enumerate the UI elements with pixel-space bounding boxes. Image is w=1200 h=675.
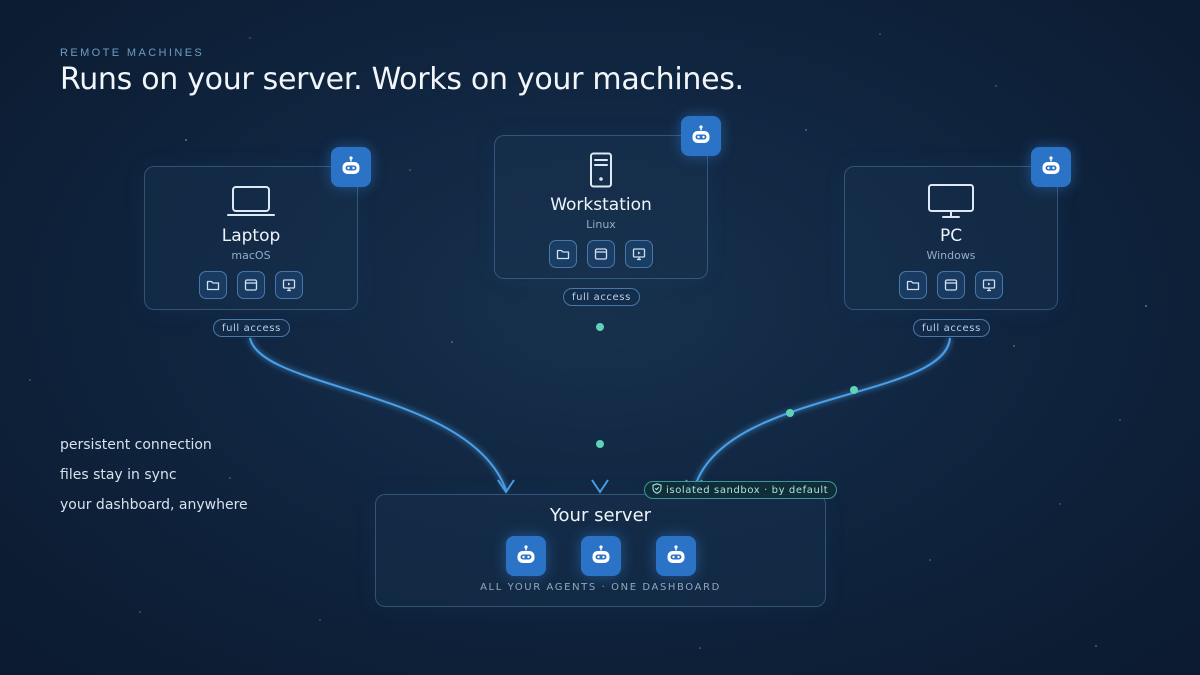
server-agent-badge[interactable]	[506, 536, 546, 576]
access-pill-workstation: full access	[563, 288, 640, 306]
server-agent-badge[interactable]	[581, 536, 621, 576]
window-tool-button[interactable]	[937, 271, 965, 299]
laptop-icon	[227, 186, 275, 216]
machine-name: Laptop	[221, 226, 281, 246]
feature-item: persistent connection	[60, 437, 212, 453]
server-footer: ALL YOUR AGENTS · ONE DASHBOARD	[480, 582, 721, 593]
screen-icon	[282, 279, 296, 292]
pc-connection-line	[693, 337, 951, 491]
page-title: Runs on your server. Works on your machi…	[60, 62, 744, 97]
window-tool-button[interactable]	[587, 240, 615, 268]
feature-item: files stay in sync	[60, 467, 177, 483]
workstation-flow-dot	[596, 440, 604, 448]
feature-item: your dashboard, anywhere	[60, 497, 248, 513]
folder-tool-button[interactable]	[199, 271, 227, 299]
window-icon	[944, 279, 958, 291]
workstation-connection-arrow	[591, 479, 609, 494]
section-eyebrow: REMOTE MACHINES	[60, 47, 205, 59]
agent-badge-pc[interactable]	[1031, 147, 1071, 187]
folder-icon	[556, 249, 570, 260]
machine-os: macOS	[231, 249, 271, 262]
screen-icon	[982, 279, 996, 292]
robot-icon	[667, 545, 685, 563]
window-icon	[244, 279, 258, 291]
laptop-connection-arrow	[497, 479, 515, 494]
folder-tool-button[interactable]	[899, 271, 927, 299]
robot-icon	[592, 545, 610, 563]
machine-os: Windows	[926, 249, 976, 262]
pc-flow-dot	[850, 386, 858, 394]
feature-list: persistent connection files stay in sync…	[60, 436, 248, 526]
access-pill-pc: full access	[913, 319, 990, 337]
server-tower-icon	[590, 152, 612, 188]
folder-icon	[906, 280, 920, 291]
server-card[interactable]: Your server ALL YOUR AGENTS · ONE DASHBO…	[375, 494, 826, 607]
monitor-icon	[928, 184, 974, 218]
robot-icon	[517, 545, 535, 563]
robot-icon	[692, 125, 710, 143]
robot-icon	[1042, 156, 1060, 174]
agent-badge-workstation[interactable]	[681, 116, 721, 156]
sandbox-badge-label: isolated sandbox · by default	[666, 485, 829, 496]
laptop-connection-line	[249, 337, 507, 491]
folder-icon	[206, 280, 220, 291]
machine-card-pc[interactable]: PC Windows	[844, 166, 1058, 310]
screen-tool-button[interactable]	[275, 271, 303, 299]
pc-flow-dot	[786, 409, 794, 417]
screen-tool-button[interactable]	[625, 240, 653, 268]
machine-name: Workstation	[550, 195, 652, 215]
machine-os: Linux	[586, 218, 616, 231]
machine-card-laptop[interactable]: Laptop macOS	[144, 166, 358, 310]
agent-badge-laptop[interactable]	[331, 147, 371, 187]
window-tool-button[interactable]	[237, 271, 265, 299]
robot-icon	[342, 156, 360, 174]
workstation-flow-dot	[596, 323, 604, 331]
screen-icon	[632, 248, 646, 261]
shield-icon	[652, 483, 662, 494]
machine-name: PC	[939, 226, 963, 246]
sandbox-badge: isolated sandbox · by default	[644, 481, 838, 499]
server-agent-badge[interactable]	[656, 536, 696, 576]
window-icon	[594, 248, 608, 260]
access-pill-laptop: full access	[213, 319, 290, 337]
machine-card-workstation[interactable]: Workstation Linux	[494, 135, 708, 279]
folder-tool-button[interactable]	[549, 240, 577, 268]
server-title: Your server	[549, 505, 652, 526]
screen-tool-button[interactable]	[975, 271, 1003, 299]
